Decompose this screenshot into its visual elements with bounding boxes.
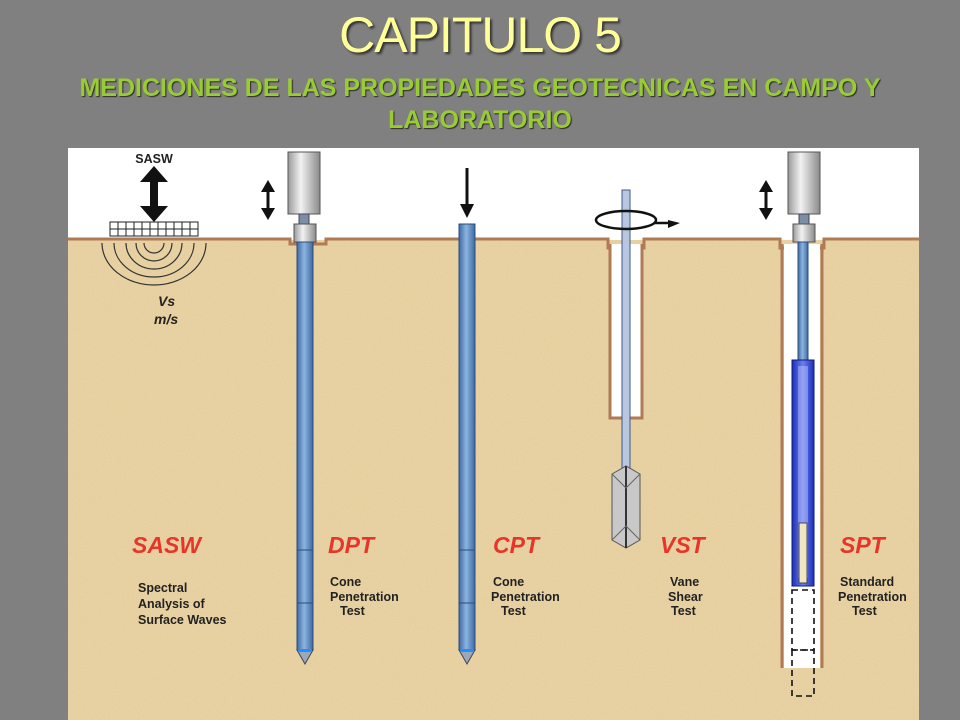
test-desc-spt-1: Standard: [840, 575, 894, 589]
spt-setup: [759, 151, 824, 697]
page-title: CAPITULO 5: [339, 7, 622, 63]
test-desc-cpt-2: Penetration: [491, 590, 560, 604]
vst-rod: [621, 189, 631, 491]
spt-anvil: [792, 223, 816, 243]
split-spoon-sampler: [791, 359, 815, 587]
double-arrow-icon: [759, 180, 773, 220]
down-arrow-icon: [460, 168, 474, 218]
sasw-top-label: SASW: [135, 152, 173, 166]
test-desc-spt-2: Penetration: [838, 590, 907, 604]
test-desc-sasw-3: Surface Waves: [138, 613, 227, 627]
sky-area: [68, 148, 919, 240]
test-abbr-spt: SPT: [840, 532, 887, 558]
test-desc-vst-1: Vane: [670, 575, 699, 589]
cpt-setup: [458, 168, 476, 666]
spt-rod: [797, 241, 809, 363]
geotechnical-tests-diagram: SASW Vs m/s: [68, 148, 919, 720]
test-desc-vst-2: Shear: [668, 590, 703, 604]
test-desc-dpt-1: Cone: [330, 575, 361, 589]
test-labels: SASW Spectral Analysis of Surface Waves …: [132, 532, 907, 627]
test-desc-vst-3: Test: [671, 604, 697, 618]
sasw-setup: SASW Vs m/s: [101, 152, 207, 327]
test-desc-spt-3: Test: [852, 604, 878, 618]
vst-setup: [594, 189, 680, 549]
label-cpt: CPT Cone Penetration Test: [491, 532, 560, 618]
test-abbr-dpt: DPT: [328, 532, 376, 558]
test-abbr-vst: VST: [660, 532, 707, 558]
dpt-rod: [296, 241, 314, 651]
anvil: [293, 223, 317, 243]
test-abbr-cpt: CPT: [493, 532, 541, 558]
test-desc-sasw-1: Spectral: [138, 581, 187, 595]
future-position-outline: [791, 589, 815, 697]
double-arrow-icon: [261, 180, 275, 220]
label-dpt: DPT Cone Penetration Test: [328, 532, 399, 618]
test-desc-sasw-2: Analysis of: [138, 597, 206, 611]
subtitle-line-1: MEDICIONES DE LAS PROPIEDADES GEOTECNICA…: [79, 74, 881, 102]
drop-hammer: [287, 151, 321, 215]
page-subtitle: MEDICIONES DE LAS PROPIEDADES GEOTECNICA…: [0, 72, 960, 136]
test-desc-dpt-3: Test: [340, 604, 366, 618]
geophone-array: [109, 221, 199, 237]
vs-label: Vs: [158, 293, 175, 309]
dpt-setup: [261, 151, 321, 666]
vs-unit: m/s: [154, 311, 178, 327]
test-desc-cpt-1: Cone: [493, 575, 524, 589]
spt-borehole: [780, 244, 824, 668]
spt-hammer: [787, 151, 821, 215]
vane-blades: [611, 465, 641, 549]
double-arrow-icon: [140, 166, 168, 222]
test-abbr-sasw: SASW: [132, 532, 203, 558]
label-sasw: SASW Spectral Analysis of Surface Waves: [132, 532, 227, 627]
wave-arcs: [101, 242, 207, 286]
label-spt: SPT Standard Penetration Test: [838, 532, 907, 618]
cpt-rod: [458, 223, 476, 651]
label-vst: VST Vane Shear Test: [660, 532, 707, 618]
test-desc-cpt-3: Test: [501, 604, 527, 618]
rotation-arrow-icon: [594, 209, 680, 231]
subtitle-line-2: LABORATORIO: [388, 106, 572, 134]
test-desc-dpt-2: Penetration: [330, 590, 399, 604]
